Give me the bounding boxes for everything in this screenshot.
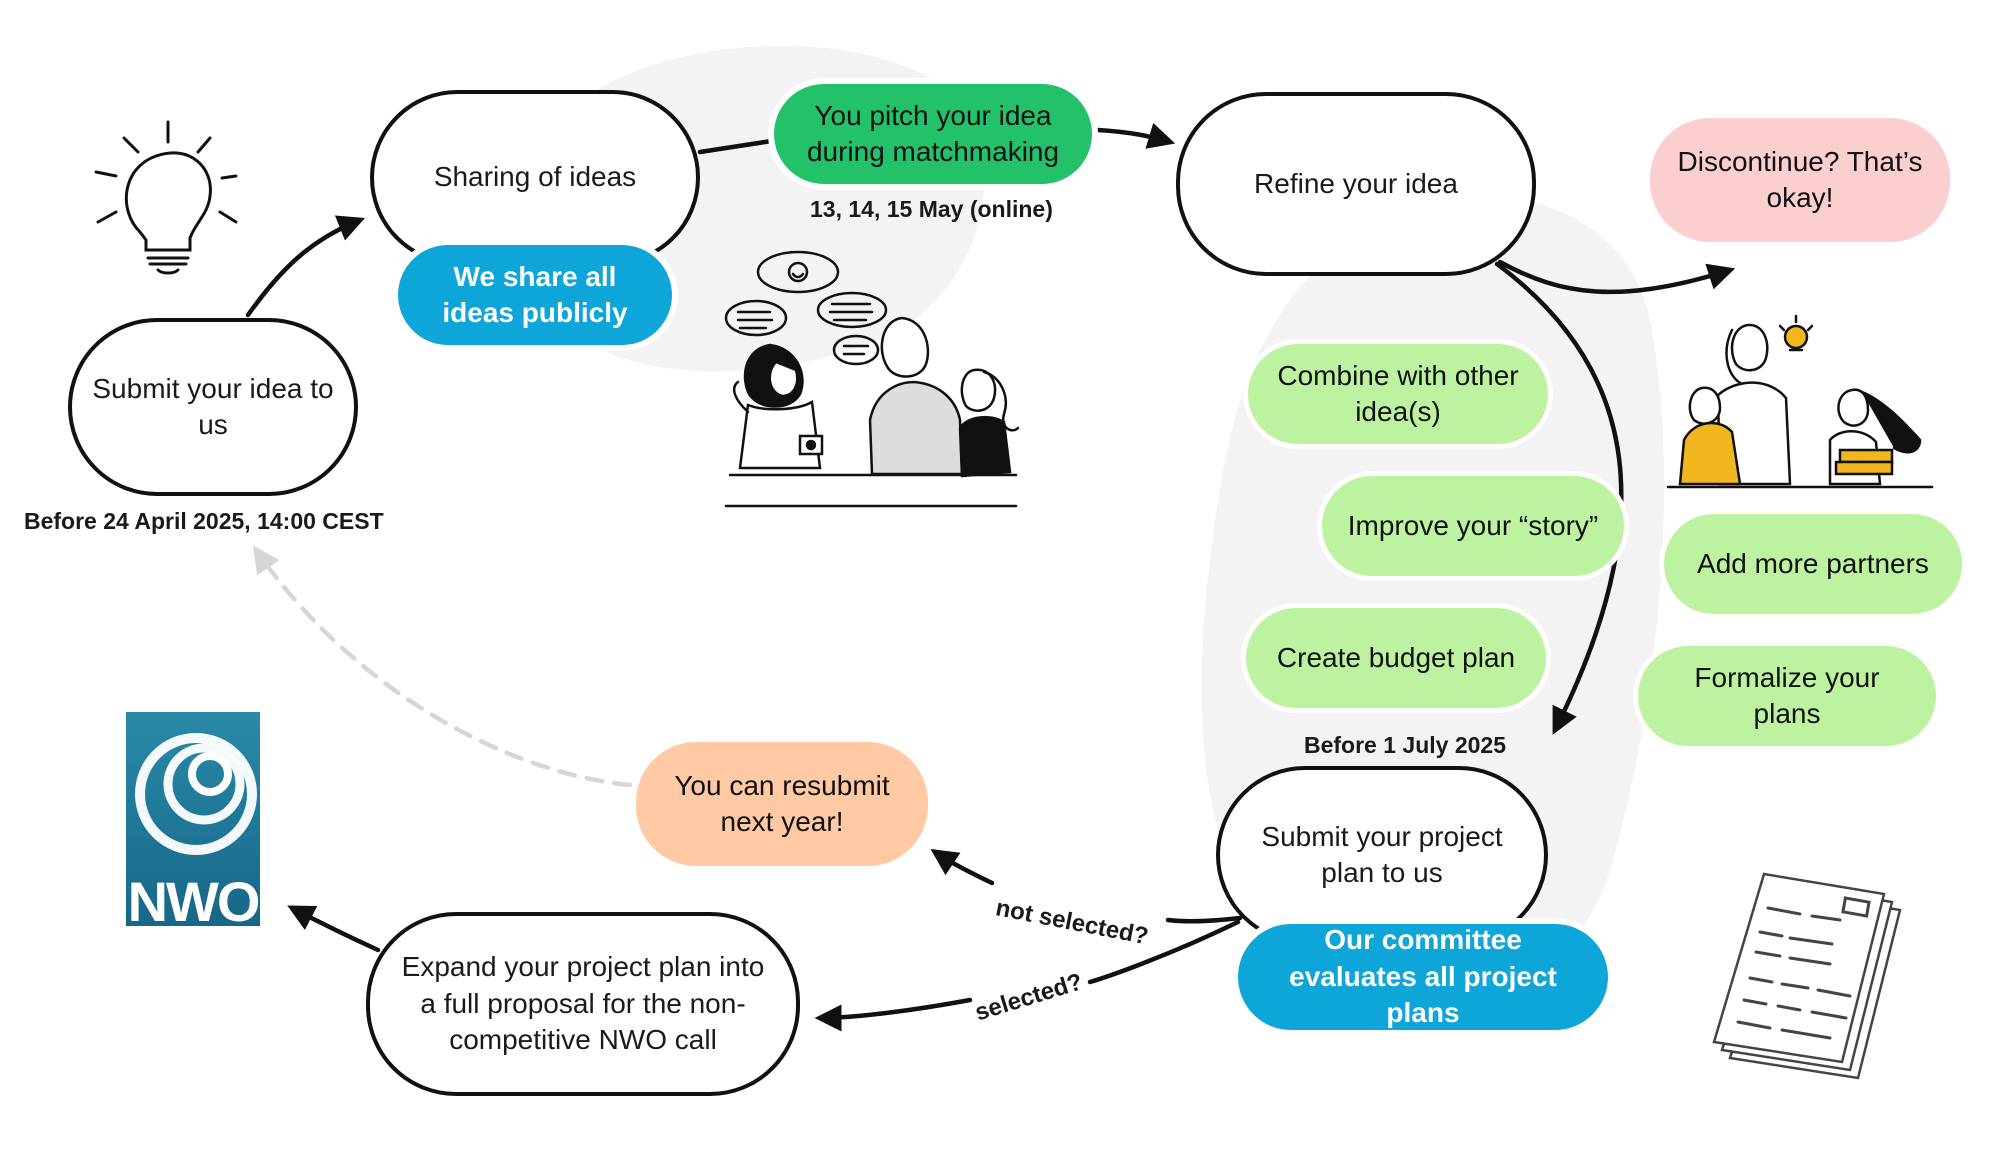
matchmaking-dates-label: 13, 14, 15 May (online) bbox=[810, 196, 1053, 222]
sharing-ideas-node: Sharing of ideas bbox=[370, 90, 700, 265]
nwo-logo-text: NWO bbox=[127, 870, 260, 926]
resubmit-node: You can resubmit next year! bbox=[636, 742, 928, 866]
combine-node: Combine with other idea(s) bbox=[1248, 344, 1548, 444]
add-partners-node: Add more partners bbox=[1664, 514, 1962, 614]
improve-story-node: Improve your “story” bbox=[1322, 476, 1624, 576]
submit-plan-node: Submit your project plan to us bbox=[1216, 766, 1548, 944]
submit-idea-node: Submit your idea to us bbox=[68, 318, 358, 496]
formalize-plans-node: Formalize your plans bbox=[1638, 646, 1936, 746]
discontinue-node: Discontinue? That’s okay! bbox=[1650, 118, 1950, 242]
nwo-logo-swirl bbox=[135, 733, 257, 855]
share-public-badge: We share all ideas publicly bbox=[398, 245, 672, 345]
pitch-node: You pitch your idea during matchmaking bbox=[774, 84, 1092, 184]
submit-deadline-label: Before 24 April 2025, 14:00 CEST bbox=[24, 508, 384, 534]
expand-proposal-node: Expand your project plan into a full pro… bbox=[366, 912, 800, 1096]
committee-badge: Our committee evaluates all project plan… bbox=[1238, 924, 1608, 1030]
budget-plan-node: Create budget plan bbox=[1246, 608, 1546, 708]
refine-idea-node: Refine your idea bbox=[1176, 92, 1536, 276]
plan-deadline-label: Before 1 July 2025 bbox=[1304, 732, 1507, 758]
nwo-logo: NWO bbox=[126, 712, 260, 926]
